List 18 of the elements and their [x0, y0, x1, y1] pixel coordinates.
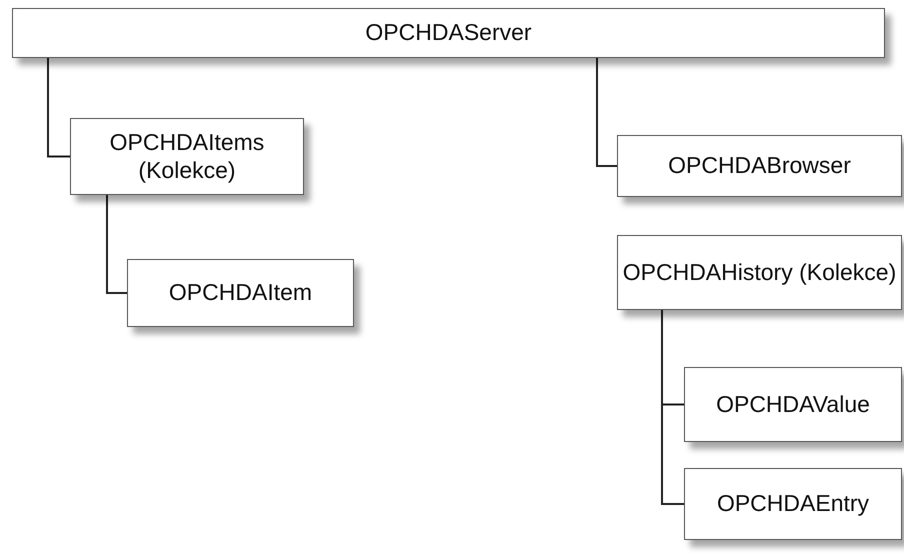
class-box: [12, 8, 885, 58]
class-box: [617, 135, 902, 197]
class-name: OPCHDABrowser: [668, 152, 851, 180]
class-name: OPCHDAServer: [365, 19, 532, 47]
connector-line: [106, 195, 127, 294]
connector-line: [47, 58, 70, 158]
connector-line: [661, 310, 684, 505]
class-box: [684, 367, 902, 442]
class-box: [70, 118, 304, 195]
class-name: OPCHDAItems (Kolekce): [108, 128, 266, 184]
class-name: OPCHDAItem: [168, 279, 312, 307]
class-name: OPCHDAValue: [716, 390, 870, 418]
connector-line: [596, 58, 617, 167]
class-name: OPCHDAHistory (Kolekce): [622, 258, 896, 286]
class-box: [127, 259, 354, 327]
class-box: [684, 468, 902, 540]
class-name: OPCHDAEntry: [716, 490, 870, 518]
class-box: [617, 235, 902, 310]
